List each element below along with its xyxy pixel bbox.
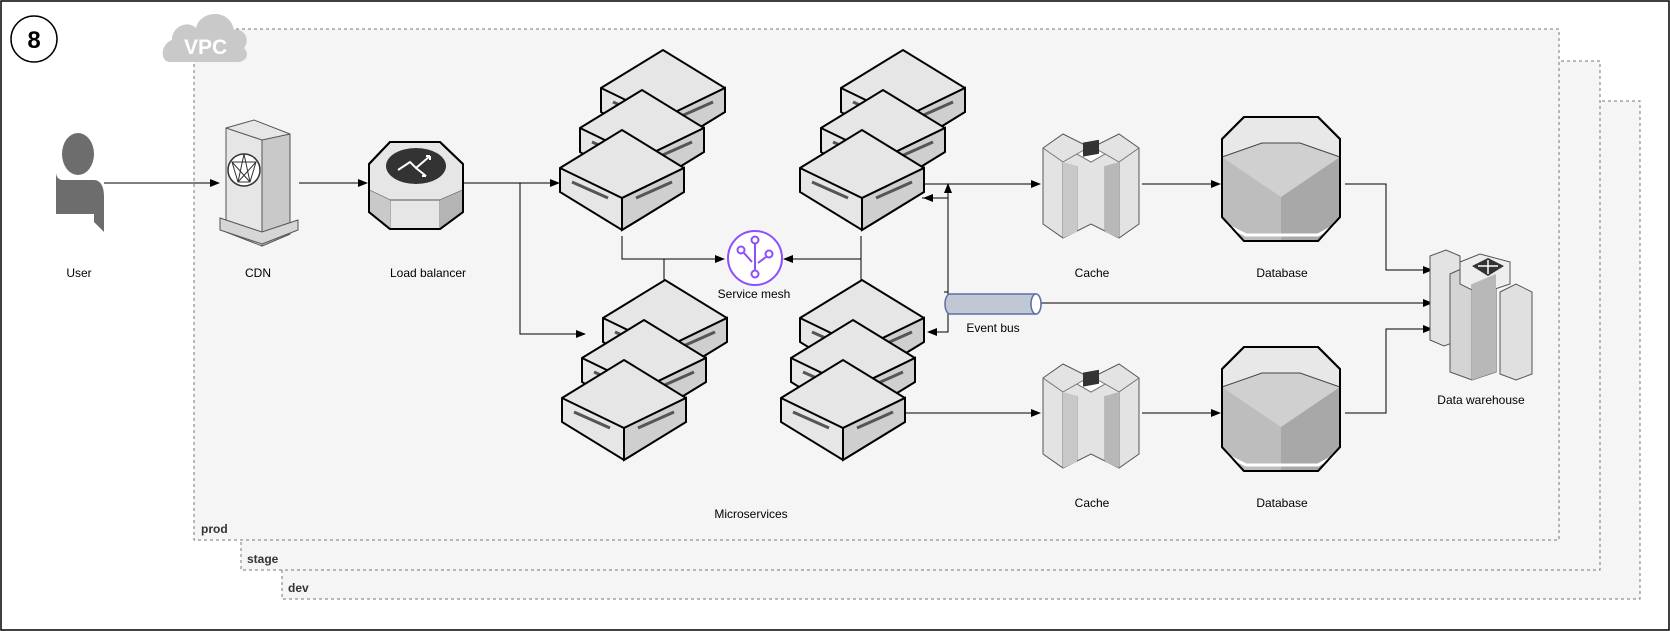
database-top-node: Database [1220, 115, 1342, 280]
service-mesh-label: Service mesh [718, 287, 791, 301]
cdn-icon [219, 119, 299, 247]
load-balancer-label: Load balancer [390, 266, 466, 280]
cache-top-node: Cache [1042, 133, 1140, 280]
database-icon [1220, 115, 1342, 243]
database-top-label: Database [1256, 266, 1308, 280]
load-balancer-icon [368, 141, 464, 230]
user-node: User [56, 133, 104, 280]
user-icon [56, 133, 104, 232]
cache-icon [1042, 133, 1140, 239]
data-warehouse-label: Data warehouse [1437, 393, 1525, 407]
vpc-label: VPC [184, 36, 227, 59]
microservices-label: Microservices [714, 507, 787, 521]
connectors [104, 179, 1433, 417]
load-balancer-node: Load balancer [368, 141, 466, 280]
cache-bottom-label: Cache [1075, 496, 1110, 510]
env-stage-label: stage [247, 552, 279, 566]
data-warehouse-node: Data warehouse [1429, 249, 1533, 407]
cache-top-label: Cache [1075, 266, 1110, 280]
step-badge: 8 [10, 15, 58, 63]
cdn-label: CDN [245, 266, 271, 280]
user-label: User [66, 266, 91, 280]
database-bottom-label: Database [1256, 496, 1308, 510]
service-mesh-node: Service mesh [718, 230, 791, 301]
env-dev-label: dev [288, 581, 309, 595]
service-mesh-icon [727, 230, 783, 286]
cloud-icon [162, 14, 247, 62]
vpc-cloud: VPC [162, 14, 247, 62]
cdn-node: CDN [219, 119, 299, 280]
env-prod-label: prod [201, 522, 228, 536]
event-bus-node: Event bus [944, 293, 1042, 335]
data-warehouse-icon [1429, 249, 1533, 381]
database-icon [1220, 345, 1342, 473]
database-bottom-node: Database [1220, 345, 1342, 510]
badge-number: 8 [27, 27, 40, 54]
cache-icon [1042, 363, 1140, 469]
event-bus-label: Event bus [966, 321, 1019, 335]
event-bus-icon [944, 293, 1042, 315]
cache-bottom-node: Cache [1042, 363, 1140, 510]
